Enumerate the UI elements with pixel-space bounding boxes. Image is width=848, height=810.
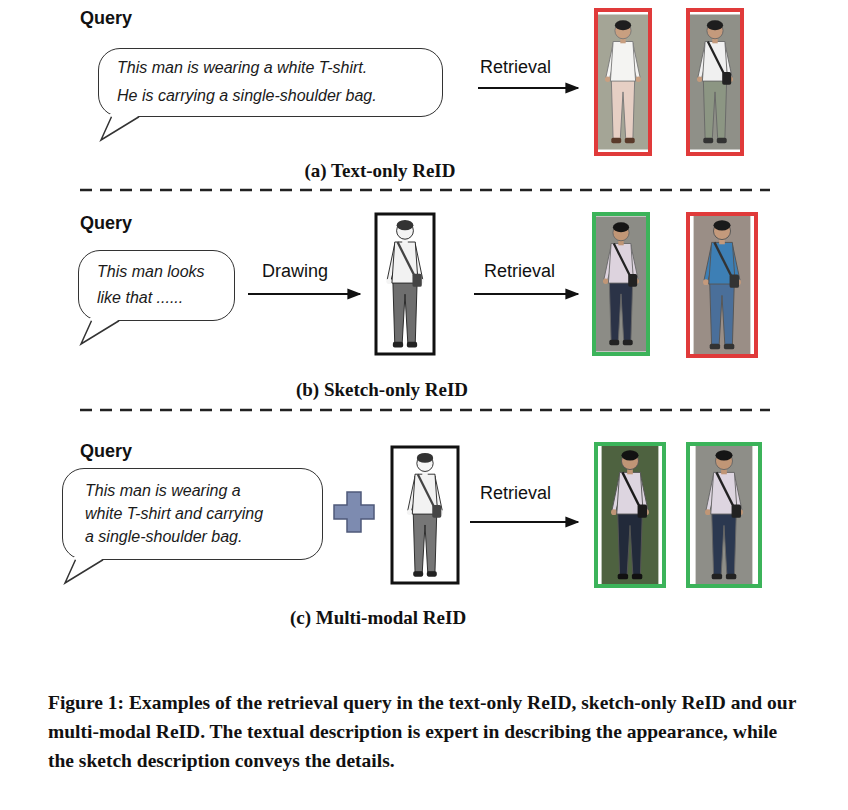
subfigure-title: (a) Text-only ReID (305, 160, 456, 182)
bubble-tail (99, 114, 145, 144)
retrieval-arrow (470, 522, 578, 523)
query-heading: Query (80, 441, 132, 462)
photo-wrong (688, 214, 756, 356)
photo-wrong (688, 10, 742, 154)
drawing-arrow (248, 294, 360, 295)
figure-caption: Figure 1: Examples of the retrieval quer… (48, 688, 800, 775)
subfigure-title: (b) Sketch-only ReID (296, 379, 468, 401)
photo-correct (596, 444, 664, 586)
query-text: This man is wearing a white T-shirt and … (85, 479, 275, 548)
photo-wrong (596, 10, 650, 154)
photo-correct (688, 444, 760, 586)
retrieval-arrow (478, 88, 578, 89)
sketch (392, 447, 458, 583)
arrow-label: Retrieval (484, 261, 555, 282)
query-heading: Query (80, 213, 132, 234)
speech-bubble: This man is wearing a white T-shirt and … (62, 468, 323, 560)
photo-correct (594, 214, 648, 354)
query-heading: Query (80, 8, 132, 29)
plus-sign (334, 492, 374, 532)
retrieval-arrow (474, 294, 578, 295)
dashed-separator (80, 190, 770, 191)
speech-bubble: This man looks like that ...... (78, 250, 235, 321)
arrow-label: Retrieval (480, 483, 551, 504)
query-text: This man is wearing a white T-shirt. He … (117, 54, 385, 110)
bubble-tail (79, 318, 125, 348)
arrow-label: Drawing (262, 261, 328, 282)
query-text: This man looks like that ...... (97, 259, 212, 311)
speech-bubble: This man is wearing a white T-shirt. He … (98, 48, 443, 117)
bubble-tail (63, 557, 109, 587)
subfigure-title: (c) Multi-modal ReID (290, 607, 466, 629)
arrow-label: Retrieval (480, 57, 551, 78)
sketch (376, 214, 434, 354)
dashed-separator (80, 410, 770, 411)
